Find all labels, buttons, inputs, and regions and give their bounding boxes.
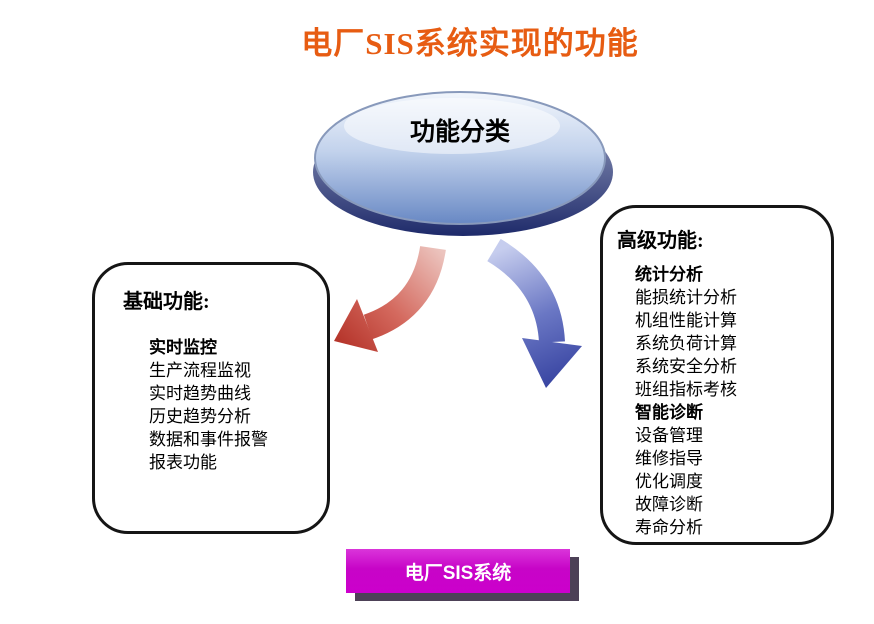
list-item: 统计分析: [635, 265, 703, 284]
list-item: 机组性能计算: [635, 311, 737, 330]
basic-functions-title: 基础功能:: [123, 291, 210, 313]
list-item: 报表功能: [149, 453, 217, 472]
slide-title: 电厂SIS系统实现的功能: [301, 26, 639, 61]
list-item: 智能诊断: [635, 403, 703, 422]
list-item: 能损统计分析: [635, 288, 737, 307]
hub-ellipse-shape: [313, 91, 613, 236]
hub-label: 功能分类: [409, 119, 510, 146]
basic-functions-list: 实时监控生产流程监视实时趋势曲线历史趋势分析数据和事件报警报表功能: [149, 336, 327, 474]
list-item: 实时趋势曲线: [149, 384, 251, 403]
list-item: 故障诊断: [635, 495, 703, 514]
list-item: 优化调度: [635, 472, 703, 491]
advanced-functions-list: 统计分析能损统计分析机组性能计算系统负荷计算系统安全分析班组指标考核智能诊断设备…: [635, 263, 831, 539]
blue-arrow: [487, 238, 582, 388]
list-item: 系统安全分析: [635, 357, 737, 376]
hub-highlight: [344, 98, 560, 154]
basic-functions-box: 基础功能: 实时监控生产流程监视实时趋势曲线历史趋势分析数据和事件报警报表功能: [92, 262, 330, 534]
list-item: 班组指标考核: [635, 380, 737, 399]
list-item: 历史趋势分析: [149, 407, 251, 426]
sis-system-label: 电厂SIS系统: [404, 562, 512, 584]
list-item: 系统负荷计算: [635, 334, 737, 353]
list-item: 寿命分析: [635, 518, 703, 537]
list-item: 维修指导: [635, 449, 703, 468]
advanced-functions-box: 高级功能: 统计分析能损统计分析机组性能计算系统负荷计算系统安全分析班组指标考核…: [600, 205, 834, 545]
list-item: 设备管理: [635, 426, 703, 445]
list-item: 生产流程监视: [149, 361, 251, 380]
sis-system-bar: 电厂SIS系统: [346, 549, 570, 593]
advanced-functions-title: 高级功能:: [617, 230, 704, 252]
list-item: 数据和事件报警: [149, 430, 268, 449]
list-item: 实时监控: [149, 338, 217, 357]
red-arrow: [334, 245, 446, 352]
